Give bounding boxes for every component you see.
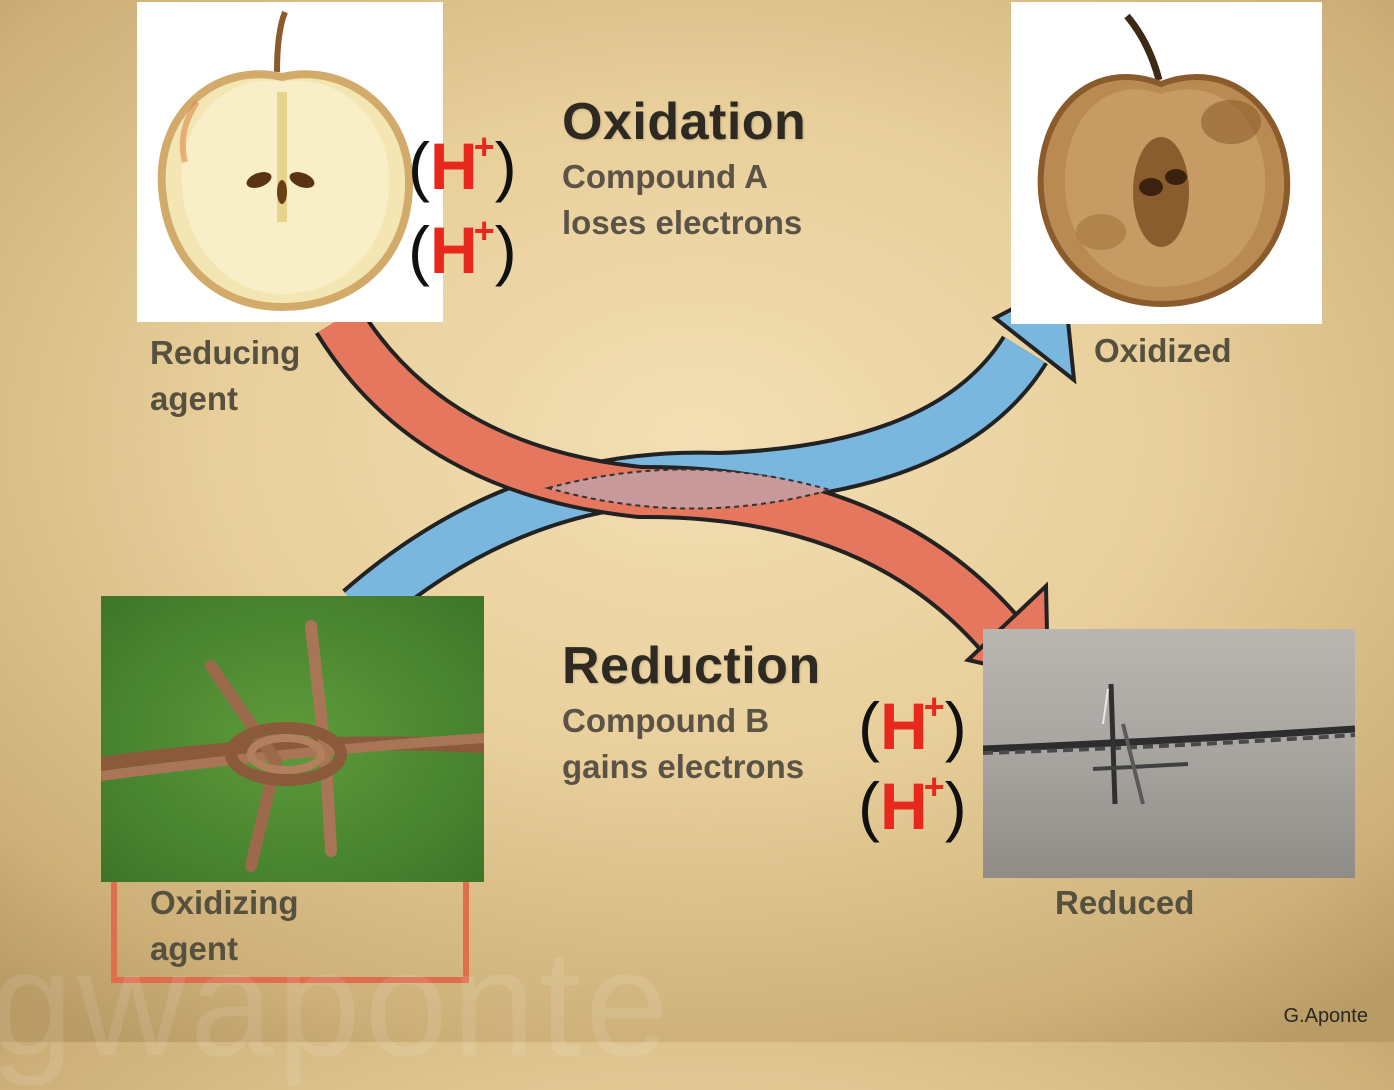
arrow-overlap [544,468,834,510]
oxidizing-agent-line2: agent [150,930,239,967]
h-charge: + [473,210,495,251]
paren-close: ) [494,213,517,287]
reduction-line2: gains electrons [562,748,805,785]
paren-open: ( [858,769,880,843]
reducing-agent-line2: agent [150,380,239,417]
h-charge: + [473,126,495,167]
oxidation-block: Oxidation Compound A loses electrons [562,92,806,246]
reduction-title: Reduction [562,637,821,695]
oxidation-title: Oxidation [562,93,807,151]
redox-arrows [111,278,1077,983]
reduction-block: Reduction Compound B gains electrons [562,636,821,790]
paren-close: ) [944,769,967,843]
h-charge: + [923,686,945,727]
hydrogen-ion-4: (H+) [858,752,967,841]
h-symbol: H [879,689,928,763]
author-credit: G.Aponte [1283,1005,1368,1027]
clean-barbed-wire-image [983,629,1355,878]
reducing-agent-label: Reducing agent [150,330,300,422]
fresh-apple-image [137,2,443,322]
paren-close: ) [944,689,967,763]
rusty-barbed-wire-image [101,596,484,882]
reducing-agent-line1: Reducing [150,334,301,371]
h-symbol: H [879,769,928,843]
hydrogen-ion-3: (H+) [858,672,967,761]
h-symbol: H [429,129,478,203]
h-charge: + [923,766,945,807]
browned-apple-image [1011,2,1322,324]
paren-close: ) [494,129,517,203]
oxidation-line2: loses electrons [562,204,803,241]
h-symbol: H [429,213,478,287]
paren-open: ( [858,689,880,763]
oxidizing-agent-label: Oxidizing agent [150,880,299,972]
reduction-line1: Compound B [562,702,770,739]
oxidation-line1: Compound A [562,158,768,195]
oxidized-label: Oxidized [1094,332,1232,369]
watermark: gwaponte [0,919,673,1087]
hydrogen-ion-1: (H+) [408,112,517,201]
reduced-label: Reduced [1055,884,1195,921]
paren-open: ( [408,213,430,287]
oxidizing-agent-line1: Oxidizing [150,884,299,921]
paren-open: ( [408,129,430,203]
hydrogen-ion-2: (H+) [408,196,517,285]
